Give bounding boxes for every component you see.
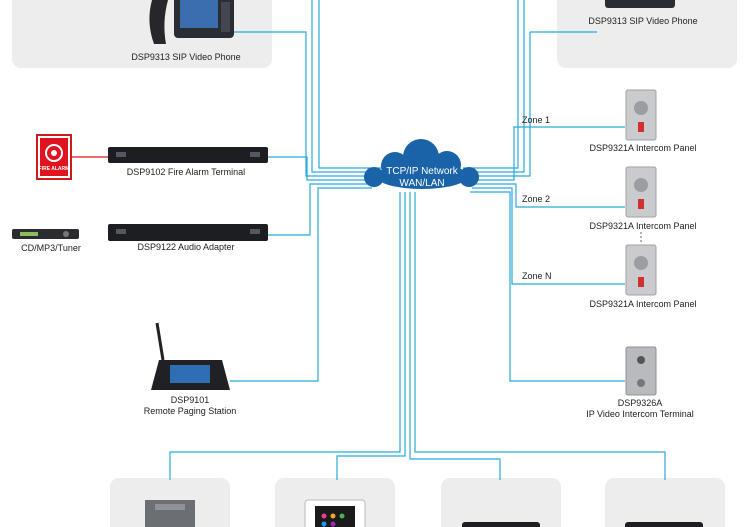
network-label-line1: TCP/IP Network xyxy=(386,166,458,177)
network-label-line2: WAN/LAN xyxy=(399,178,445,189)
sip-video-phone-right-icon xyxy=(605,0,675,8)
ip-video-name-label: IP Video Intercom Terminal xyxy=(586,409,694,419)
zone-n-label: Zone N xyxy=(522,271,552,281)
intercom-panel-2-label: DSP9321A Intercom Panel xyxy=(589,221,697,231)
paging-station-name-label: Remote Paging Station xyxy=(143,406,237,416)
sip-video-phone-left-icon xyxy=(149,0,234,44)
audio-adapter-icon xyxy=(108,224,268,241)
zone-1-label: Zone 1 xyxy=(522,115,551,125)
fire-alarm-terminal-icon xyxy=(108,147,268,163)
network-cloud-icon xyxy=(364,139,479,189)
cd-tuner-label: CD/MP3/Tuner xyxy=(21,243,81,253)
bottom-device-1-icon xyxy=(145,500,195,527)
intercom-panel-2-icon xyxy=(625,166,657,218)
intercom-panel-n-icon xyxy=(625,244,657,296)
panel-bottom-4 xyxy=(605,478,725,527)
fire-alarm-sign-icon xyxy=(36,134,72,180)
ip-video-intercom-icon xyxy=(625,346,657,396)
intercom-panel-1-icon xyxy=(625,89,657,141)
ip-video-model-label: DSP9326A xyxy=(617,398,663,408)
intercom-panel-1-label: DSP9321A Intercom Panel xyxy=(589,143,697,153)
paging-station-model-label: DSP9101 xyxy=(170,395,210,405)
fire-alarm-sign-label: FIRE ALARM xyxy=(38,166,70,172)
intercom-panel-n-label: DSP9321A Intercom Panel xyxy=(589,299,697,309)
bottom-device-2-icon xyxy=(304,499,366,527)
bottom-device-4-icon xyxy=(625,522,703,527)
zone-2-label: Zone 2 xyxy=(522,194,551,204)
panel-bottom-3 xyxy=(441,478,561,527)
bottom-device-3-icon xyxy=(462,522,540,527)
network-cloud-label: TCP/IP Network WAN/LAN xyxy=(386,166,458,190)
cd-tuner-icon xyxy=(12,229,79,239)
panel-top-right xyxy=(557,0,737,68)
audio-adapter-label: DSP9122 Audio Adapter xyxy=(137,242,235,252)
sip-phone-right-label: DSP9313 SIP Video Phone xyxy=(588,16,698,26)
connection-lines xyxy=(169,0,666,480)
sip-phone-left-label: DSP9313 SIP Video Phone xyxy=(131,52,241,62)
remote-paging-station-icon xyxy=(151,322,230,390)
fire-alarm-terminal-label: DSP9102 Fire Alarm Terminal xyxy=(126,167,246,177)
